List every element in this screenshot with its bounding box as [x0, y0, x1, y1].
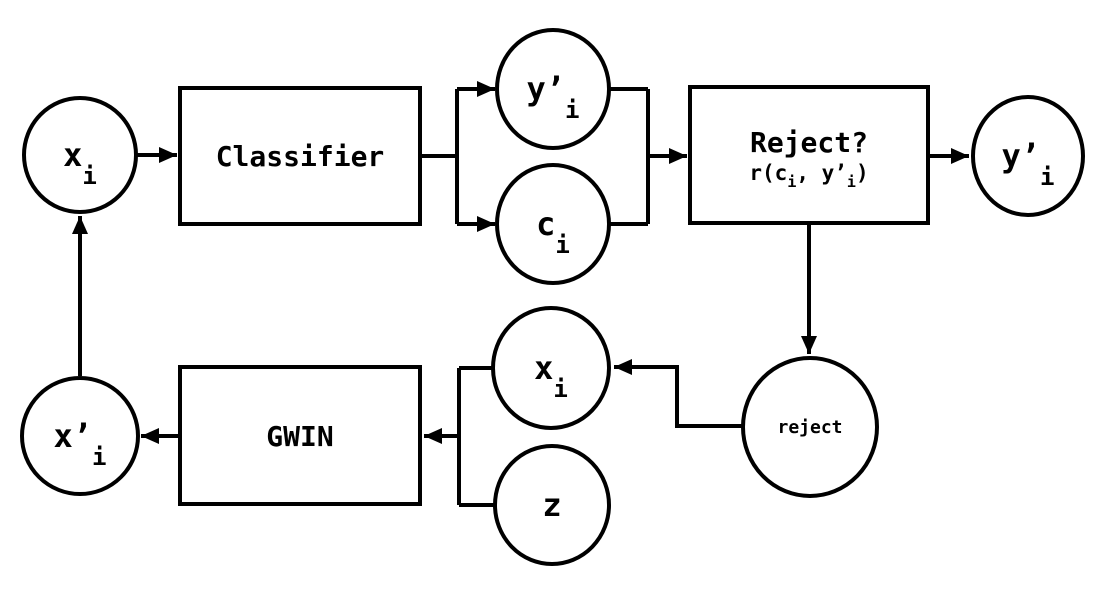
- formula-part-1: r(c: [749, 161, 787, 185]
- edge-classifier-split-trunk: [420, 89, 459, 224]
- recycled-input-label: xi: [534, 349, 568, 403]
- prediction-node-circle: [495, 28, 611, 150]
- regenerated-label-base: x’: [54, 417, 93, 455]
- input-node-label: xi: [63, 136, 97, 190]
- prediction-node-label: y’i: [527, 70, 580, 124]
- recycled-label-base: x: [534, 349, 553, 387]
- output-label-base: y’: [1002, 137, 1041, 175]
- confidence-node-circle: [495, 163, 611, 285]
- recycled-input-circle: [491, 306, 611, 430]
- reject-state-label: reject: [777, 417, 842, 438]
- edge-reject-state-to-recycled: [614, 359, 742, 428]
- confidence-label-sub: i: [555, 231, 569, 259]
- output-label-sub: i: [1040, 163, 1054, 191]
- edge-gwin-input-trunk: [457, 366, 495, 507]
- noise-label-base: z: [542, 486, 561, 524]
- output-node-circle: [971, 95, 1085, 217]
- confidence-node-label: ci: [536, 205, 570, 259]
- input-label-sub: i: [82, 162, 96, 190]
- formula-part-3: ): [856, 161, 869, 185]
- input-node-circle: [22, 96, 138, 214]
- reject-test-formula: r(ci, y’i): [749, 161, 868, 191]
- reject-test-title: Reject?: [750, 126, 868, 159]
- edge-merge-trunk: [609, 87, 650, 226]
- recycled-label-sub: i: [553, 375, 567, 403]
- reject-test-box: [688, 85, 930, 225]
- formula-sub-2: i: [847, 173, 856, 191]
- classifier-box: [178, 86, 422, 226]
- output-node-label: y’i: [1002, 137, 1055, 191]
- noise-node-label: z: [542, 486, 561, 524]
- formula-sub-1: i: [787, 173, 796, 191]
- gwin-box: [178, 365, 422, 506]
- regenerated-node-circle: [20, 376, 140, 496]
- classifier-label: Classifier: [216, 140, 385, 173]
- noise-node-circle: [493, 444, 611, 566]
- gwin-label: GWIN: [266, 420, 333, 453]
- confidence-label-base: c: [536, 205, 555, 243]
- regenerated-node-label: x’i: [54, 417, 107, 471]
- formula-part-2: , y’: [796, 161, 847, 185]
- prediction-label-base: y’: [527, 70, 566, 108]
- input-label-base: x: [63, 136, 82, 174]
- regenerated-label-sub: i: [92, 443, 106, 471]
- reject-state-circle: [741, 356, 879, 498]
- prediction-label-sub: i: [565, 96, 579, 124]
